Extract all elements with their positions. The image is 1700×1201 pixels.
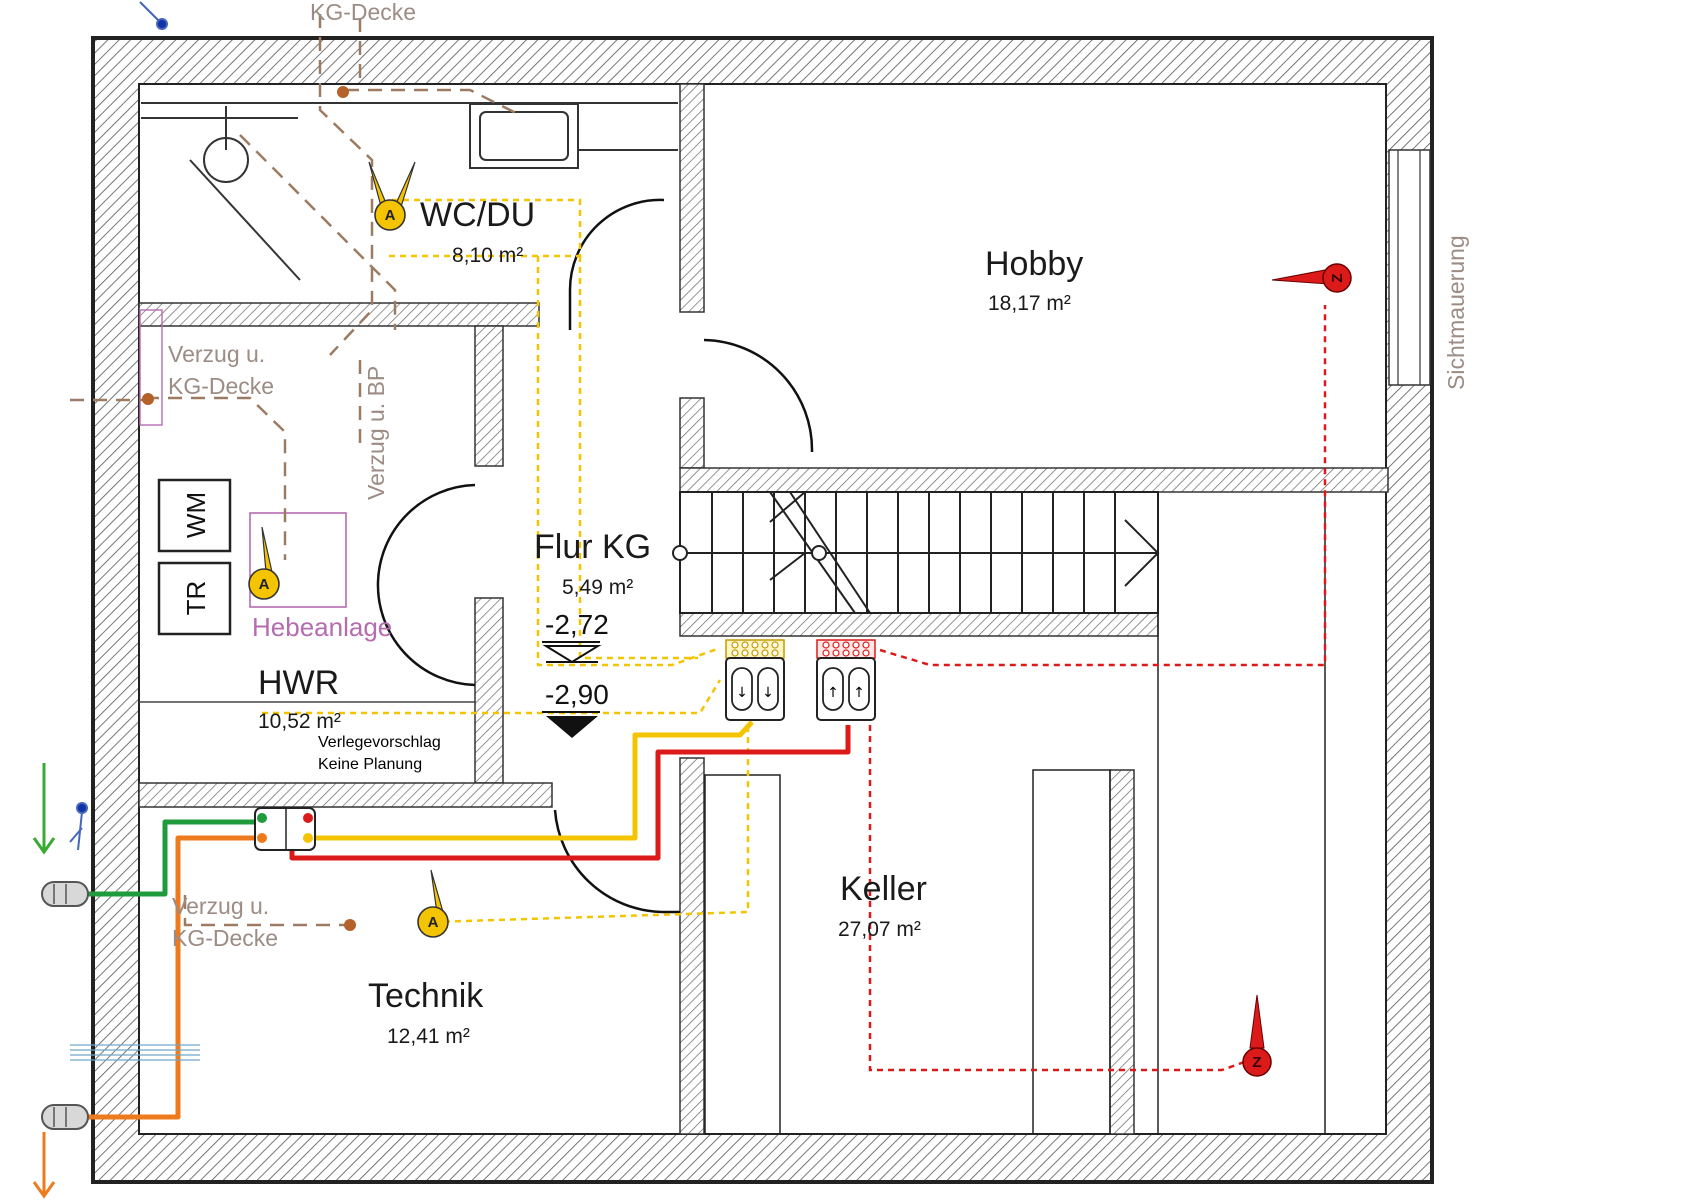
note-line-2: Keine Planung xyxy=(318,756,422,773)
abluft-marker-wc: A xyxy=(368,161,416,231)
zuluft-distributor: ↑ ↑ xyxy=(816,639,876,721)
staircase xyxy=(672,491,1326,1135)
room-name-hobby: Hobby xyxy=(985,245,1083,283)
abluft-label: A xyxy=(385,207,396,224)
abluft-marker-hwr: A xyxy=(248,526,280,600)
room-area-hobby: 18,17 m² xyxy=(988,292,1071,315)
room-name-technik: Technik xyxy=(368,977,484,1015)
room-area-hwr: 10,52 m² xyxy=(258,710,341,733)
annotation-kg-decke-top: KG-Decke xyxy=(310,0,416,25)
level-marker-lower: -2,90 xyxy=(542,679,609,738)
annotation-verzug-2: Verzug u. xyxy=(172,893,269,919)
exhaust-air-terminal xyxy=(41,1104,89,1130)
exhaust-air-arrow-icon xyxy=(32,1132,56,1199)
hebeanlage-box xyxy=(249,512,347,608)
doors xyxy=(376,198,814,914)
zuluft-label: Z xyxy=(1329,273,1346,282)
dryer-box xyxy=(157,561,232,636)
room-name-wc: WC/DU xyxy=(420,196,535,234)
annotation-verzug-bp: Verzug u. BP xyxy=(363,366,389,500)
zuluft-routes xyxy=(868,305,1327,1072)
zuluft-marker-hobby: Z xyxy=(1271,263,1352,293)
annotation-hebeanlage: Hebeanlage xyxy=(252,612,392,642)
ventilation-unit xyxy=(254,807,316,851)
zuluft-up-arrow: ↑ xyxy=(853,685,865,701)
room-name-keller: Keller xyxy=(840,870,927,908)
room-area-flur: 5,49 m² xyxy=(562,576,633,599)
annotation-kg-decke-2: KG-Decke xyxy=(172,925,278,951)
drain-point-icon xyxy=(337,86,349,98)
external-marker-icon xyxy=(69,1,168,851)
annotation-verzug-1: Verzug u. xyxy=(168,341,265,367)
drain-point-icon xyxy=(142,393,154,405)
main-duct-lines xyxy=(88,720,851,1120)
abluft-down-arrow: ↓ xyxy=(762,685,774,701)
room-area-wc: 8,10 m² xyxy=(452,244,523,267)
outside-air-terminal xyxy=(41,881,89,907)
abluft-marker-technik: A xyxy=(417,869,449,938)
abluft-label: A xyxy=(428,914,439,931)
level-marker-upper: -2,72 xyxy=(542,609,609,664)
zuluft-marker-keller: Z xyxy=(1242,994,1272,1077)
room-name-flur: Flur KG xyxy=(534,528,651,566)
outside-air-arrow-icon xyxy=(32,763,56,855)
drain-point-icon xyxy=(344,919,356,931)
zuluft-label: Z xyxy=(1252,1054,1261,1071)
hwr-fixtures: WM TR xyxy=(139,309,475,703)
interior-walls xyxy=(138,83,1389,1135)
room-area-keller: 27,07 m² xyxy=(838,918,921,941)
abluft-down-arrow: ↓ xyxy=(736,685,748,701)
zuluft-up-arrow: ↑ xyxy=(827,685,839,701)
washing-machine-label: WM xyxy=(181,492,211,538)
outside-air-line xyxy=(88,819,262,897)
exhaust-air-line xyxy=(88,835,262,1120)
annotation-side-text: Sichtmauerung xyxy=(1443,235,1469,390)
washing-machine-box xyxy=(157,478,232,553)
dryer-label: TR xyxy=(181,581,211,616)
abluft-distributor: ↓ ↓ xyxy=(725,639,785,721)
note-line-1: Verlegevorschlag xyxy=(318,734,441,751)
room-area-technik: 12,41 m² xyxy=(387,1025,470,1048)
room-name-hwr: HWR xyxy=(258,664,339,702)
level-upper-value: -2,72 xyxy=(545,609,609,640)
annotation-kg-decke-1: KG-Decke xyxy=(168,373,274,399)
abluft-main-line xyxy=(310,720,754,841)
abluft-label: A xyxy=(259,576,270,593)
existing-drain-lines xyxy=(70,14,521,927)
wc-fixtures xyxy=(141,102,678,281)
level-lower-value: -2,90 xyxy=(545,679,609,710)
supply-lines xyxy=(70,1044,200,1061)
